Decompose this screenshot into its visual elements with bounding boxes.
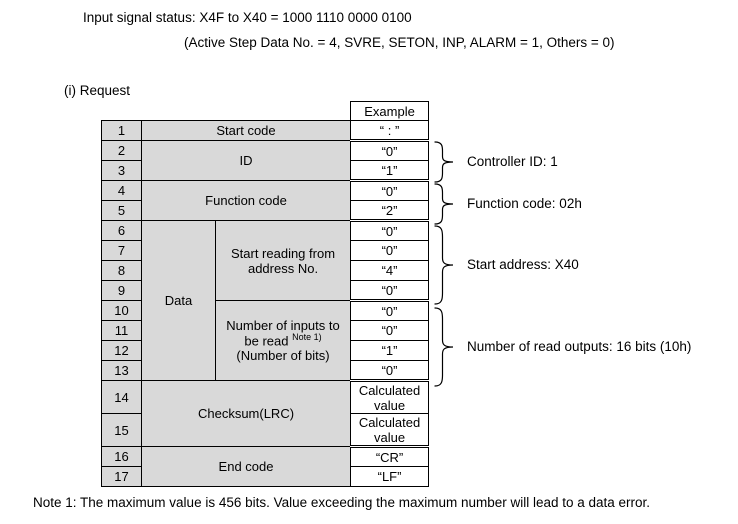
example-value: “CR” bbox=[350, 446, 430, 467]
row-number: 17 bbox=[101, 466, 142, 487]
example-value: “0” bbox=[350, 240, 430, 261]
input-signal-status-text: Input signal status: X4F to X40 = 1000 1… bbox=[83, 10, 412, 25]
brace-start-address bbox=[434, 225, 454, 305]
row-number: 7 bbox=[101, 240, 142, 261]
row-number: 2 bbox=[101, 140, 142, 161]
field-start-reading-line1: Start reading from bbox=[230, 245, 336, 261]
example-value: “LF” bbox=[350, 466, 430, 487]
annotation-number-of-read-outputs: Number of read outputs: 16 bits (10h) bbox=[467, 339, 692, 354]
row-number: 6 bbox=[101, 220, 142, 241]
field-function-code: Function code bbox=[140, 180, 352, 221]
request-frame-table: Example 1 Start code “ : ” 2 ID “0” 3 “1… bbox=[101, 101, 430, 487]
example-value: “4” bbox=[350, 260, 430, 281]
field-number-of-inputs-line2: be read bbox=[244, 333, 289, 349]
row-number: 5 bbox=[101, 200, 142, 221]
example-value: “2” bbox=[350, 200, 430, 222]
field-checksum: Checksum(LRC) bbox=[140, 380, 352, 447]
example-value: “1” bbox=[350, 160, 430, 182]
example-value: “1” bbox=[350, 340, 430, 361]
row-number: 11 bbox=[101, 320, 142, 341]
annotation-start-address: Start address: X40 bbox=[467, 257, 579, 272]
field-start-code: Start code bbox=[140, 120, 352, 141]
brace-function-code bbox=[434, 183, 454, 225]
example-value: “0” bbox=[350, 140, 430, 161]
example-value: Calculated value bbox=[350, 380, 430, 414]
note-reference: Note 1) bbox=[292, 331, 322, 342]
row-number: 15 bbox=[101, 413, 142, 447]
field-start-reading-line2: address No. bbox=[247, 260, 319, 276]
row-number: 14 bbox=[101, 380, 142, 414]
row-number: 13 bbox=[101, 360, 142, 381]
brace-controller-id bbox=[434, 141, 454, 183]
request-section-label: (i) Request bbox=[64, 83, 131, 98]
row-number: 4 bbox=[101, 180, 142, 201]
row-number: 3 bbox=[101, 160, 142, 181]
example-value: “0” bbox=[350, 280, 430, 302]
field-number-of-inputs-line1: Number of inputs to bbox=[226, 317, 340, 333]
example-value: “0” bbox=[350, 220, 430, 241]
annotation-function-code: Function code: 02h bbox=[467, 196, 582, 211]
annotation-controller-id: Controller ID: 1 bbox=[467, 154, 558, 169]
note-text: Note 1: The maximum value is 456 bits. V… bbox=[33, 495, 651, 510]
row-number: 8 bbox=[101, 260, 142, 281]
header-spacer bbox=[102, 102, 351, 121]
example-value: “0” bbox=[350, 180, 430, 201]
row-number: 1 bbox=[101, 120, 142, 141]
active-step-data-text: (Active Step Data No. = 4, SVRE, SETON, … bbox=[184, 35, 615, 50]
field-data: Data bbox=[141, 220, 216, 381]
field-end-code: End code bbox=[140, 446, 352, 487]
example-value: “0” bbox=[350, 320, 430, 341]
row-number: 10 bbox=[101, 300, 142, 321]
field-number-of-inputs: Number of inputs to be read Note 1) (Num… bbox=[214, 300, 352, 381]
field-start-reading-address: Start reading from address No. bbox=[214, 220, 352, 301]
row-number: 9 bbox=[101, 280, 142, 301]
brace-number-of-read-outputs bbox=[434, 307, 454, 387]
example-value: “ : ” bbox=[350, 120, 430, 142]
field-number-of-inputs-line3: (Number of bits) bbox=[236, 348, 330, 364]
example-value: Calculated value bbox=[350, 413, 430, 448]
field-id: ID bbox=[140, 140, 352, 181]
example-value: “0” bbox=[350, 300, 430, 321]
row-number: 12 bbox=[101, 340, 142, 361]
example-column-header: Example bbox=[350, 101, 430, 121]
example-value: “0” bbox=[350, 360, 430, 382]
row-number: 16 bbox=[101, 446, 142, 467]
